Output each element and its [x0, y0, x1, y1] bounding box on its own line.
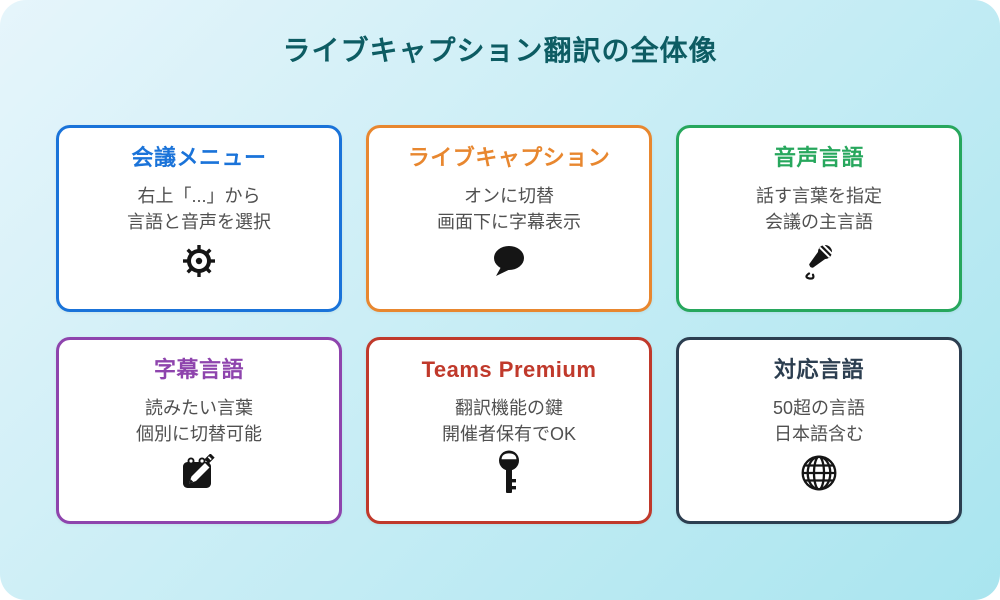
card-body: 50超の言語 日本語含む — [679, 395, 959, 447]
speech-bubble-icon — [369, 238, 649, 284]
card-line: 個別に切替可能 — [136, 424, 262, 444]
card-body: 話す言葉を指定 会議の主言語 — [679, 183, 959, 235]
card-line: 右上「...」から — [137, 186, 261, 206]
card-body: 読みたい言葉 個別に切替可能 — [59, 395, 339, 447]
card-line: 言語と音声を選択 — [127, 212, 271, 232]
card-body: 翻訳機能の鍵 開催者保有でOK — [369, 395, 649, 447]
gear-icon — [59, 238, 339, 284]
card-title: 対応言語 — [773, 357, 864, 382]
card-title: ライブキャプション — [407, 145, 611, 170]
microphone-icon — [679, 238, 959, 284]
card-line: オンに切替 — [464, 186, 554, 206]
card-title: 会議メニュー — [131, 145, 267, 170]
card-meeting-menu: 会議メニュー 右上「...」から 言語と音声を選択 — [56, 125, 342, 312]
card-grid: 会議メニュー 右上「...」から 言語と音声を選択 — [0, 125, 1000, 524]
card-line: 会議の主言語 — [765, 212, 873, 232]
card-title: 字幕言語 — [153, 357, 244, 382]
card-title: 音声言語 — [773, 145, 864, 170]
card-title: Teams Premium — [421, 357, 597, 382]
card-line: 日本語含む — [774, 424, 864, 444]
card-body: オンに切替 画面下に字幕表示 — [369, 183, 649, 235]
card-line: 開催者保有でOK — [441, 424, 576, 444]
page-title: ライブキャプション翻訳の全体像 — [282, 35, 718, 66]
card-supported-languages: 対応言語 50超の言語 日本語含む — [676, 337, 962, 524]
card-body: 右上「...」から 言語と音声を選択 — [59, 183, 339, 235]
card-line: 翻訳機能の鍵 — [455, 398, 563, 418]
card-line: 読みたい言葉 — [145, 398, 253, 418]
key-icon — [369, 450, 649, 496]
card-voice-language: 音声言語 話す言葉を指定 会議の主言語 — [676, 125, 962, 312]
card-teams-premium: Teams Premium 翻訳機能の鍵 開催者保有でOK — [366, 337, 652, 524]
globe-icon — [679, 450, 959, 496]
card-line: 50超の言語 — [772, 398, 866, 418]
card-live-caption: ライブキャプション オンに切替 画面下に字幕表示 — [366, 125, 652, 312]
card-line: 話す言葉を指定 — [756, 186, 882, 206]
card-line: 画面下に字幕表示 — [437, 212, 581, 232]
memo-pencil-icon — [59, 450, 339, 496]
card-caption-language: 字幕言語 読みたい言葉 個別に切替可能 — [56, 337, 342, 524]
